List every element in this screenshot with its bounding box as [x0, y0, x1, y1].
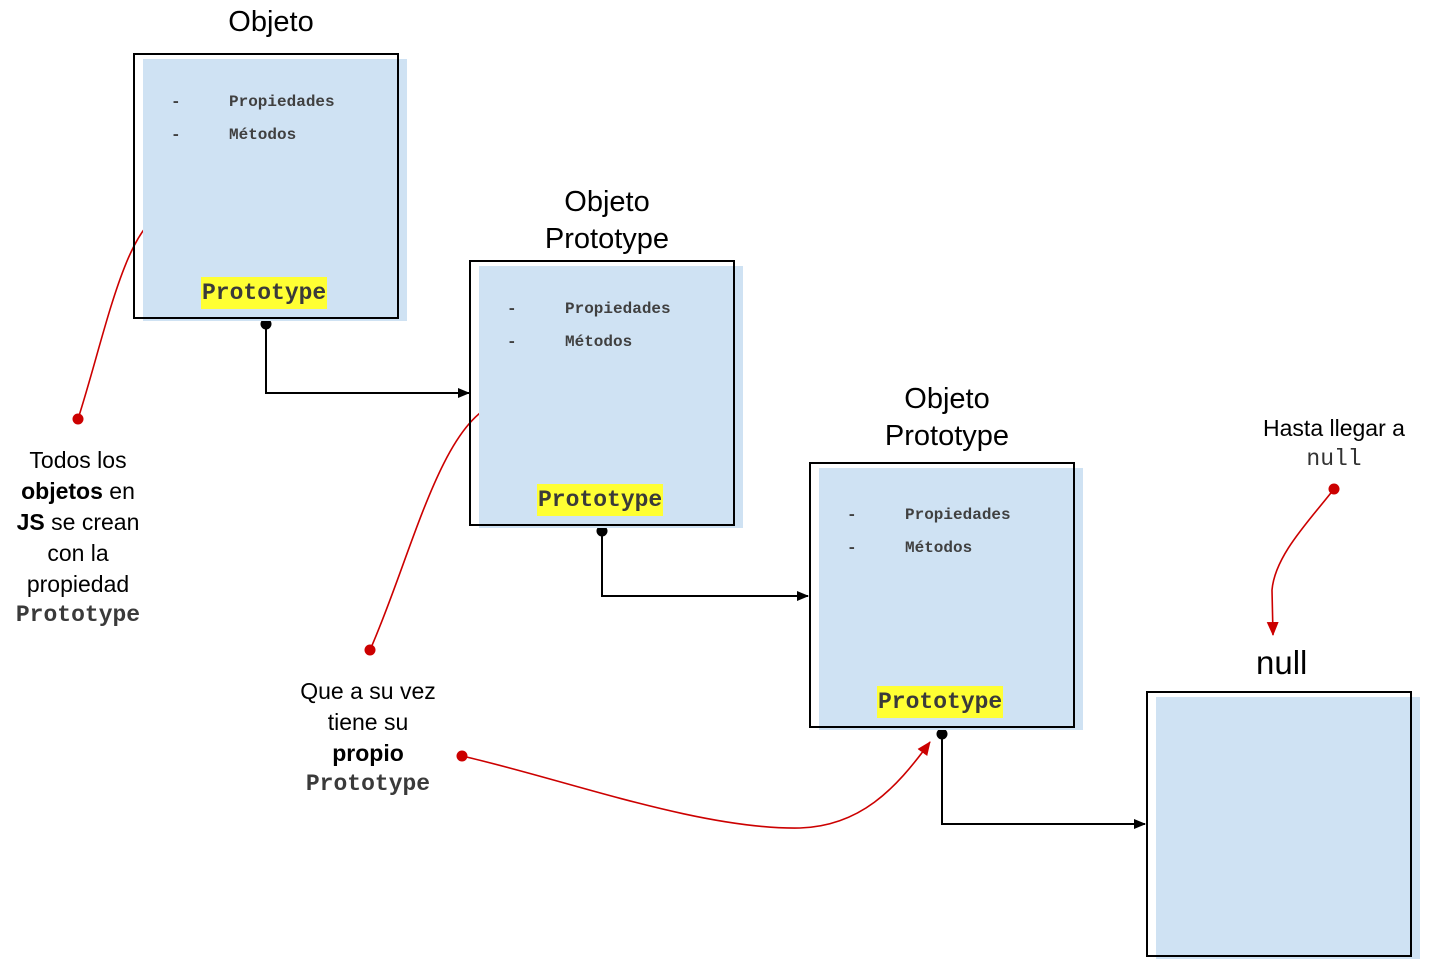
connector-3-to-null: [936, 728, 1146, 829]
null-box-title: null: [1256, 644, 1308, 681]
box-3-title-line-1: Objeto: [904, 383, 990, 415]
item-metodos: -Métodos: [507, 333, 633, 351]
item-propiedades: -Propiedades: [847, 506, 1011, 524]
prototype-label: Prototype: [201, 277, 328, 309]
note-que: Que a su vez tiene su propio Prototype: [300, 678, 436, 797]
connector-1-to-2: [260, 318, 470, 398]
box-2-title-line-1: Objeto: [564, 186, 650, 218]
annotation-arrow-que-2: [456, 741, 931, 829]
item-propiedades: -Propiedades: [171, 93, 335, 111]
box-1-title: Objeto: [121, 4, 421, 41]
prototype-label: Prototype: [537, 484, 664, 516]
prototype-label: Prototype: [877, 686, 1004, 718]
connector-2-to-3: [596, 525, 809, 601]
note-hasta: Hasta llegar a null: [1263, 415, 1405, 472]
box-3-title-line-2: Prototype: [884, 420, 1010, 452]
note-todos: Todos los objetos en JS se crean con la …: [15, 447, 141, 628]
box-fill: [1156, 697, 1420, 959]
box-border: [809, 462, 1075, 728]
box-1-title-line-1: Objeto: [228, 6, 314, 38]
box-3-title: Objeto Prototype: [797, 381, 1097, 455]
box-border: [133, 53, 399, 319]
item-propiedades: -Propiedades: [507, 300, 671, 318]
box-2-title-line-2: Prototype: [544, 223, 670, 255]
box-border: [1146, 691, 1412, 957]
box-border: [469, 260, 735, 526]
annotation-arrow-hasta: [1266, 483, 1340, 636]
item-metodos: -Métodos: [171, 126, 297, 144]
box-2-title: Objeto Prototype: [457, 184, 757, 258]
item-metodos: -Métodos: [847, 539, 973, 557]
